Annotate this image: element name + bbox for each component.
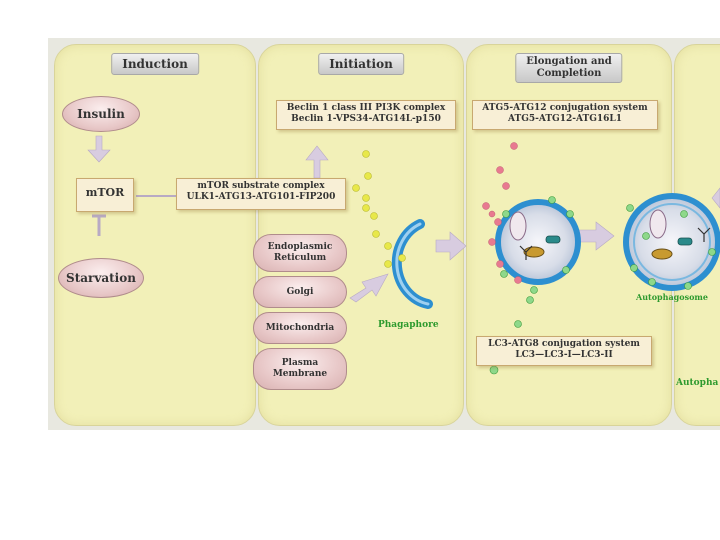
phagophore-membrane [391,219,433,309]
membrane-er: Endoplasmic Reticulum [253,234,347,272]
membrane-plasma: Plasma Membrane [253,348,347,390]
mtor-substrate-complex: mTOR substrate complex ULK1-ATG13-ATG101… [176,178,346,210]
elongation-to-autophagosome-arrow [575,221,615,251]
membrane-mitochondria: Mitochondria [253,312,347,344]
autophagosome-cargo [651,248,673,260]
panel-title-elongation-line2: Completion [536,68,602,79]
membrane-mitochondria-label: Mitochondria [265,322,335,333]
elongation-protein [545,235,561,244]
panel-title-initiation: Initiation [318,53,404,75]
beclin-complex-line2: Beclin 1-VPS34-ATG14L-p150 [291,114,441,124]
membrane-golgi-label: Golgi [286,286,314,297]
autophagosome [623,193,720,291]
membrane-plasma-line2: Membrane [272,369,328,379]
elongation-y-shape [519,245,533,260]
autophagosome-y-shape [697,227,711,242]
autophagosome-protein [677,237,693,246]
beclin-complex-line1: Beclin 1 class III PI3K complex [286,103,446,113]
diagram-graphics [87,135,720,375]
panel-title-induction: Induction [111,53,199,75]
autophagy-partial-label: Autopha [676,378,719,388]
atg12-system-line2: ATG5-ATG12-ATG16L1 [508,114,622,124]
lc3-conjugation-system: LC3-ATG8 conjugation system LC3—LC3-I—LC… [476,336,652,366]
lc3-system-line1: LC3-ATG8 conjugation system [488,339,640,349]
green-dots [489,196,716,375]
membrane-golgi: Golgi [253,276,347,308]
beclin-complex: Beclin 1 class III PI3K complex Beclin 1… [276,100,456,130]
insulin-to-mtor-arrow [87,135,111,163]
elongation-cargo [523,246,545,258]
exit-arrow [711,187,720,209]
atg12-system-line1: ATG5-ATG12 conjugation system [482,103,648,113]
membrane-plasma-line1: Plasma [281,358,319,368]
pink-dots [482,142,522,284]
complex-to-beclin-arrow [305,145,329,179]
panel-title-elongation-line1: Elongation and [526,56,612,67]
autophagy-figure: Induction Initiation Elongation and Comp… [48,38,720,430]
initiation-to-elongation-arrow [435,231,467,261]
starvation-node: Starvation [58,258,144,298]
elongation-mitochondrion [509,211,527,241]
membrane-er-line1: Endoplasmic [267,242,333,252]
membranes-to-phagophore-arrow [349,273,389,303]
yellow-dots [352,150,406,268]
mtor-node: mTOR [76,178,134,212]
autophagosome-mitochondrion [649,209,667,239]
phagophore-label: Phagaphore [378,320,439,330]
atg12-conjugation-system: ATG5-ATG12 conjugation system ATG5-ATG12… [472,100,658,130]
mtor-complex-line1: mTOR substrate complex [197,181,325,191]
mtor-complex-line2: ULK1-ATG13-ATG101-FIP200 [186,192,336,202]
insulin-node: Insulin [62,96,140,132]
panel-title-elongation: Elongation and Completion [515,53,623,83]
membrane-er-line2: Reticulum [273,253,327,263]
lc3-system-line2: LC3—LC3-I—LC3-II [515,350,613,360]
autophagosome-label: Autophagosome [636,292,708,302]
